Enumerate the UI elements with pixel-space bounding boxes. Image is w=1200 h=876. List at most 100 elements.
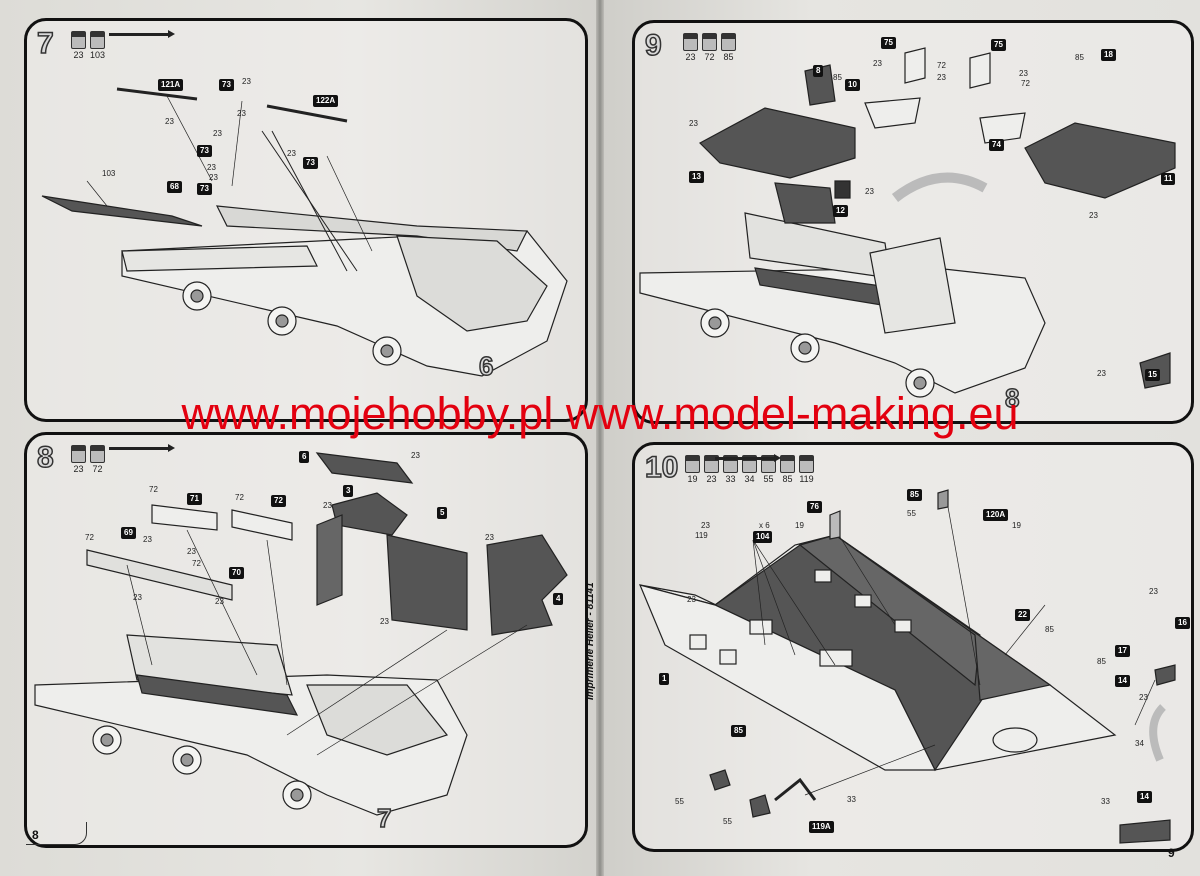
part-tag: 85 bbox=[907, 489, 922, 501]
paint-label: 23 bbox=[1089, 211, 1098, 220]
paint-label: 23 bbox=[873, 59, 882, 68]
part-tag: 4 bbox=[553, 593, 564, 605]
paint-label: 23 bbox=[207, 163, 216, 172]
paint-label: 19 bbox=[795, 521, 804, 530]
step-number: 9 bbox=[644, 28, 662, 63]
paint-label: 119 bbox=[695, 531, 708, 540]
part-tag: 104 bbox=[753, 531, 773, 543]
paint-label: 23 bbox=[215, 597, 224, 606]
paint-label: 103 bbox=[102, 169, 116, 178]
part-tag: 69 bbox=[121, 527, 136, 539]
paint-label: 23 bbox=[701, 521, 710, 530]
part-tag: 15 bbox=[1145, 369, 1160, 381]
part-tag: 73 bbox=[197, 183, 212, 195]
part-tag: 75 bbox=[881, 37, 896, 49]
paint-label: 23 bbox=[143, 535, 152, 544]
part-tag: 8 bbox=[813, 65, 824, 77]
paint-label: 33 bbox=[847, 795, 856, 804]
paint-label: 85 bbox=[1075, 53, 1084, 62]
part-tag: 18 bbox=[1101, 49, 1116, 61]
step-8-panel: 8 23 72 bbox=[24, 432, 588, 848]
part-tag: 14 bbox=[1115, 675, 1130, 687]
paint-label: 23 bbox=[411, 451, 420, 460]
step-9-panel: 9 23 72 85 8 10 13 1 bbox=[632, 20, 1194, 424]
part-mark: 7 bbox=[376, 802, 392, 834]
paint-pot: 23 bbox=[71, 31, 86, 60]
part-mark: 8 bbox=[1004, 382, 1020, 414]
part-tag: 16 bbox=[1175, 617, 1190, 629]
page-number-box bbox=[26, 822, 87, 845]
step-9-drawing bbox=[639, 47, 1176, 398]
paint-label: 34 bbox=[1135, 739, 1144, 748]
page-number-left: 8 bbox=[32, 828, 39, 842]
paint-label: 72 bbox=[235, 493, 244, 502]
brush-icon bbox=[109, 30, 175, 38]
watermark-text: www.mojehobby.pl www.model-making.eu bbox=[181, 388, 1019, 439]
part-tag: 73 bbox=[303, 157, 318, 169]
paint-label: 72 bbox=[192, 559, 201, 568]
paint-label: 23 bbox=[165, 117, 174, 126]
paint-label: 85 bbox=[1045, 625, 1054, 634]
paint-label: 19 bbox=[1012, 521, 1021, 530]
paint-label: 23 bbox=[380, 617, 389, 626]
part-tag: 11 bbox=[1161, 173, 1176, 185]
part-tag: 13 bbox=[689, 171, 704, 183]
part-tag: 120A bbox=[983, 509, 1009, 521]
step-number: 8 bbox=[36, 440, 54, 475]
part-tag: 76 bbox=[807, 501, 822, 513]
brush-icon bbox=[109, 444, 175, 452]
part-tag: 1 bbox=[659, 673, 670, 685]
step-10-drawing bbox=[638, 489, 1176, 844]
paint-label: 23 bbox=[865, 187, 874, 196]
part-tag: 74 bbox=[989, 139, 1004, 151]
part-tag: 70 bbox=[229, 567, 244, 579]
paint-label: 23 bbox=[937, 73, 946, 82]
paint-list: 23 72 bbox=[71, 445, 105, 474]
part-mark: 6 bbox=[478, 350, 494, 382]
part-tag: 3 bbox=[343, 485, 354, 497]
part-tag: 72 bbox=[271, 495, 286, 507]
part-tag: 73 bbox=[197, 145, 212, 157]
paint-pot: 23 bbox=[683, 33, 698, 62]
paint-pot: 85 bbox=[721, 33, 736, 62]
paint-label: 33 bbox=[1101, 797, 1110, 806]
paint-pot: 85 bbox=[780, 455, 795, 484]
paint-list: 23 72 85 bbox=[683, 33, 736, 62]
part-tag: 119A bbox=[809, 821, 834, 833]
paint-label: 85 bbox=[1097, 657, 1106, 666]
paint-label: 23 bbox=[213, 129, 222, 138]
paint-label: 23 bbox=[187, 547, 196, 556]
paint-label: 23 bbox=[687, 595, 696, 604]
paint-pot: 19 bbox=[685, 455, 700, 484]
paint-label: 23 bbox=[323, 501, 332, 510]
part-tag: 17 bbox=[1115, 645, 1130, 657]
part-tag: 22 bbox=[1015, 609, 1030, 621]
step-number: 10 bbox=[644, 450, 679, 485]
paint-label: 23 bbox=[1139, 693, 1148, 702]
book-gutter bbox=[596, 0, 604, 876]
step-7-drawing bbox=[41, 87, 568, 377]
paint-label: 72 bbox=[1021, 79, 1030, 88]
step-8-drawing bbox=[34, 452, 568, 816]
paint-pot: 103 bbox=[90, 31, 105, 60]
paint-pot: 72 bbox=[90, 445, 105, 474]
paint-pot: 23 bbox=[71, 445, 86, 474]
part-tag: 5 bbox=[437, 507, 448, 519]
paint-pot: 72 bbox=[702, 33, 717, 62]
page-number-right: 9 bbox=[1168, 846, 1175, 860]
paint-label: 55 bbox=[907, 509, 916, 518]
brush-icon bbox=[715, 454, 781, 462]
part-tag: 6 bbox=[299, 451, 310, 463]
paint-label: 23 bbox=[485, 533, 494, 542]
paint-label: 23 bbox=[133, 593, 142, 602]
paint-label: 55 bbox=[723, 817, 732, 826]
paint-label: 85 bbox=[833, 73, 842, 82]
paint-label: 23 bbox=[1097, 369, 1106, 378]
paint-pot: 119 bbox=[799, 455, 814, 484]
paint-label: 23 bbox=[1019, 69, 1028, 78]
paint-label: 23 bbox=[209, 173, 218, 182]
part-tag: 14 bbox=[1137, 791, 1152, 803]
paint-list: 23 103 bbox=[71, 31, 105, 60]
part-tag: 73 bbox=[219, 79, 234, 91]
paint-label: 72 bbox=[85, 533, 94, 542]
